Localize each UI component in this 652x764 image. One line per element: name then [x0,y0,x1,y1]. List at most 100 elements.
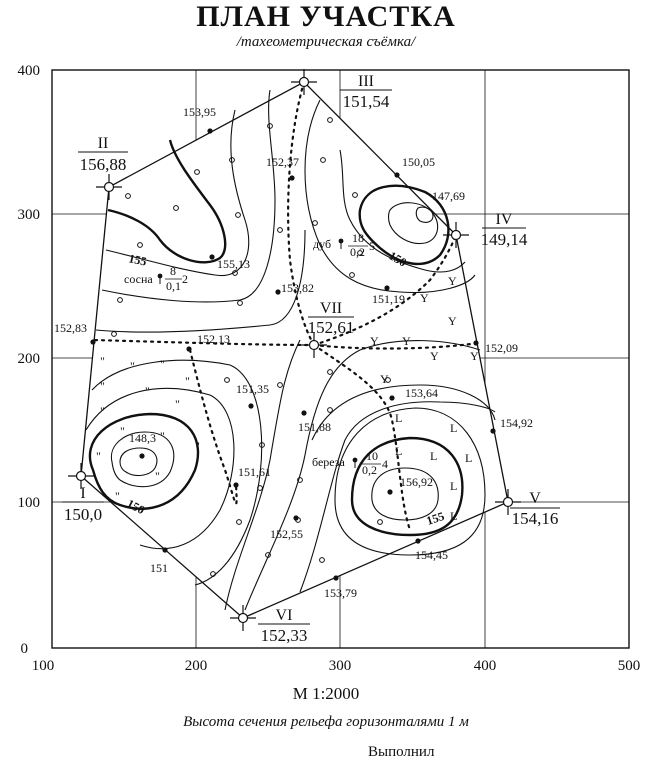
shrub-symbol: L [450,479,457,493]
station-VI-id: VI [276,607,293,624]
spot-dot [162,547,168,553]
station-text: II 156,88 III 151,54 IV 149,14 VII 152,6… [64,73,559,645]
station-markers [68,69,521,631]
spot-dot [139,453,145,459]
picket-point [349,272,355,278]
station-VII-elevation: 152,61 [308,318,355,337]
contour-148-north [415,206,434,223]
contour-154-northwest [105,109,250,277]
spot-dot [233,482,239,488]
meadow-symbol: " [185,374,190,388]
station-VI-marker [230,605,256,631]
picket-point [232,270,238,276]
spot-dot [415,538,421,544]
picket-point [277,382,283,388]
tree-height: 18 [352,231,364,245]
meadow-symbol: " [96,449,101,463]
meadow-symbol: " [160,357,165,371]
contour-151-north [339,149,466,273]
tree-annotation-birch: береза 10 0,2 4 [312,449,388,477]
tree-species: дуб [313,237,331,251]
y-tick-label: 200 [18,351,41,367]
y-tick-label: 0 [21,641,29,657]
picket-point [229,157,235,163]
picket-point [137,242,143,248]
traverse-west-south [188,348,238,505]
map-subtitle: /тахеометрическая съёмка/ [236,34,416,50]
meadow-symbol: " [120,424,125,438]
contour-value-labels: 155 150 150 155 [125,248,446,527]
forest-symbol: Y [448,274,457,288]
picket-point [327,117,333,123]
picket-point [357,250,363,256]
spot-dot [389,395,395,401]
picket-point [210,571,216,577]
tree-height: 8 [170,264,176,278]
spot-height-label: 153,82 [281,281,314,295]
shrub-symbol: L [450,421,457,435]
spot-height-label: 151 [150,561,168,575]
signature-label: Выполнил [368,744,435,760]
picket-point [111,331,117,337]
tree-spacing: 2 [182,272,188,286]
spot-height-label: 154,92 [500,416,533,430]
meadow-symbol: " [160,429,165,443]
contour-152a-northwest [95,229,306,333]
contour-149-west [110,431,175,488]
meadow-symbol: " [195,439,200,453]
spot-dot [387,489,393,495]
spot-height-label: 150,05 [402,155,435,169]
spot-height-label: 151,88 [298,420,331,434]
tree-annotation-pine: сосна 8 0,1 2 [124,264,188,293]
picket-point [377,519,383,525]
contour-154-east [334,407,486,556]
spot-height-label: 152,55 [270,527,303,541]
tree-species: сосна [124,272,153,286]
contour-152-west [91,359,263,586]
picket-point [385,377,391,383]
contour-153-south [244,340,481,611]
picket-point [224,377,230,383]
spot-dot [186,346,192,352]
station-IV-marker [443,222,469,248]
picket-point [297,477,303,483]
spot-height-labels: 153,95 152,37 150,05 147,69 155,13 153,8… [54,105,533,600]
traverse-VII-IV [312,233,458,347]
picket-point [125,193,131,199]
station-I-id: I [80,485,85,502]
map-title: ПЛАН УЧАСТКА [196,0,456,33]
spot-dot [333,575,339,581]
tree-diameter: 0,2 [350,245,365,259]
forest-symbol: Y [420,291,429,305]
spot-height-label: 153,79 [324,586,357,600]
contour-153-east [311,384,496,441]
meadow-symbol: " [130,359,135,373]
meadow-symbol: " [145,384,150,398]
picket-point [194,169,200,175]
map-border [51,69,630,649]
station-IV-id: IV [496,211,513,228]
station-VI-elevation: 152,33 [261,626,308,645]
traverse-VII-east [312,341,480,350]
meadow-symbol: " [100,404,105,418]
station-I-marker [68,463,94,489]
contour-151-west [85,387,235,550]
spot-height-label: 152,09 [485,341,518,355]
station-VII-marker [301,332,327,358]
spot-dot [207,128,213,134]
spot-dot [90,339,96,345]
shrub-symbol: L [450,509,457,523]
forest-symbol: Y [370,334,379,348]
forest-symbol: Y [380,372,389,386]
station-V-marker [495,489,521,515]
contour-152-south [224,339,301,611]
spot-dot [209,254,215,260]
contour-155-east [350,436,464,537]
spot-dot [473,340,479,346]
tree-spacing: 4 [382,457,388,471]
shrub-symbol: L [395,411,402,425]
x-tick-label: 200 [185,658,208,674]
picket-point [117,297,123,303]
picket-point [265,552,271,558]
